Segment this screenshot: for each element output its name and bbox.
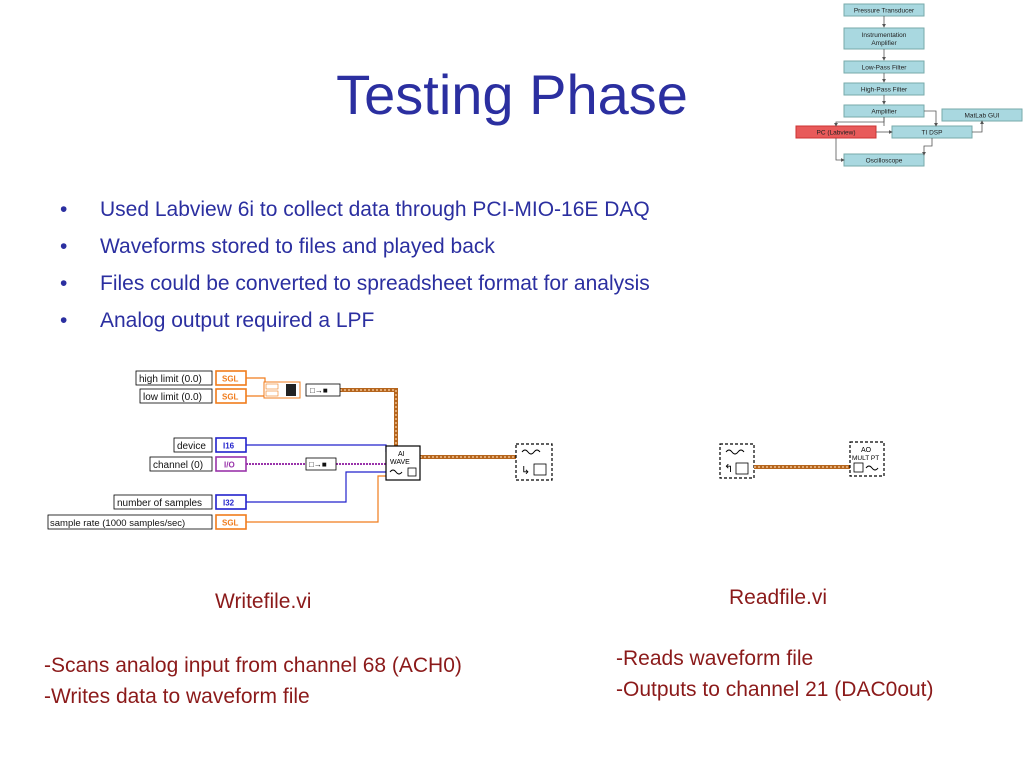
sample-rate-label: sample rate (1000 samples/sec) [50, 518, 185, 529]
bullet-item: • Waveforms stored to files and played ba… [56, 232, 650, 269]
num-samples-label: number of samples [117, 498, 202, 509]
device-control[interactable] [173, 437, 213, 453]
channel-type: I/O [224, 461, 235, 470]
high-limit-control[interactable] [135, 370, 213, 386]
bullet-item: • Analog output required a LPF [56, 306, 650, 343]
bullet-dot: • [60, 272, 68, 295]
block-matlab-label: MatLab GUI [964, 113, 999, 120]
bullet-text: Used Labview 6i to collect data through … [100, 198, 650, 221]
sample-rate-type: SGL [222, 519, 239, 528]
bullet-text: Waveforms stored to files and played bac… [100, 235, 495, 258]
readfile-caption: Readfile.vi [729, 586, 828, 609]
readfile-desc-line: -Outputs to channel 21 (DAC0out) [616, 678, 934, 701]
device-type: I16 [223, 442, 235, 451]
low-limit-label: low limit (0.0) [143, 392, 202, 403]
cluster-constant-channel [305, 457, 337, 471]
svg-text:↰: ↰ [724, 463, 733, 475]
readfile-desc-line: -Reads waveform file [616, 647, 814, 670]
svg-text:□→■: □→■ [310, 386, 328, 395]
sample-rate-control[interactable] [47, 514, 213, 530]
channel-label: channel (0) [153, 460, 203, 471]
block-amp-label: Amplifier [871, 109, 897, 116]
bullet-item: • Used Labview 6i to collect data through… [56, 195, 650, 232]
bullet-dot: • [60, 235, 68, 258]
bullet-list: • Used Labview 6i to collect data through… [56, 195, 650, 343]
num-samples-type: I32 [223, 499, 235, 508]
ai-wave-label-1: AI [398, 451, 405, 458]
readfile-vi-diagram: ↰ AO MULT PT [719, 441, 885, 479]
block-dsp-label: TI DSP [922, 130, 943, 137]
writefile-description: -Scans analog input from channel 68 (ACH… [44, 650, 462, 712]
block-inst-label-1: Instrumentation [862, 32, 907, 39]
low-limit-type: SGL [222, 393, 239, 402]
writefile-vi-diagram: high limit (0.0) SGL low limit (0.0) SGL… [47, 370, 553, 530]
num-samples-control[interactable] [113, 494, 213, 510]
cluster-constant-limits [305, 383, 341, 397]
block-lpf-label: Low-Pass Filter [862, 65, 908, 72]
svg-text:↳: ↳ [521, 465, 530, 477]
ao-label-1: AO [861, 447, 872, 454]
bullet-dot: • [60, 198, 68, 221]
high-limit-label: high limit (0.0) [139, 374, 202, 385]
bullet-text: Files could be converted to spreadsheet … [100, 272, 650, 295]
bullet-item: • Files could be converted to spreadsheet… [56, 269, 650, 306]
block-inst-label-2: Amplifier [871, 40, 897, 47]
channel-control[interactable] [149, 456, 213, 472]
svg-text:□→■: □→■ [309, 460, 327, 469]
block-osc-label: Oscilloscope [866, 158, 903, 165]
ai-wave-label-2: WAVE [390, 459, 410, 466]
bullet-dot: • [60, 309, 68, 332]
device-label: device [177, 441, 206, 452]
block-pressure-label: Pressure Transducer [854, 8, 915, 15]
ao-label-2: MULT PT [852, 455, 879, 462]
low-limit-control[interactable] [139, 388, 213, 404]
writefile-desc-line: -Scans analog input from channel 68 (ACH… [44, 654, 462, 677]
slide-title: Testing Phase [336, 63, 688, 126]
readfile-description: -Reads waveform file -Outputs to channel… [616, 643, 934, 705]
bullet-text: Analog output required a LPF [100, 309, 375, 332]
writefile-desc-line: -Writes data to waveform file [44, 685, 310, 708]
system-block-diagram: Pressure Transducer Instrumentation Ampl… [795, 3, 1023, 167]
block-hpf-label: High-Pass Filter [861, 87, 908, 94]
high-limit-type: SGL [222, 375, 239, 384]
writefile-caption: Writefile.vi [215, 590, 312, 613]
block-pc-label: PC (Labview) [816, 130, 855, 137]
